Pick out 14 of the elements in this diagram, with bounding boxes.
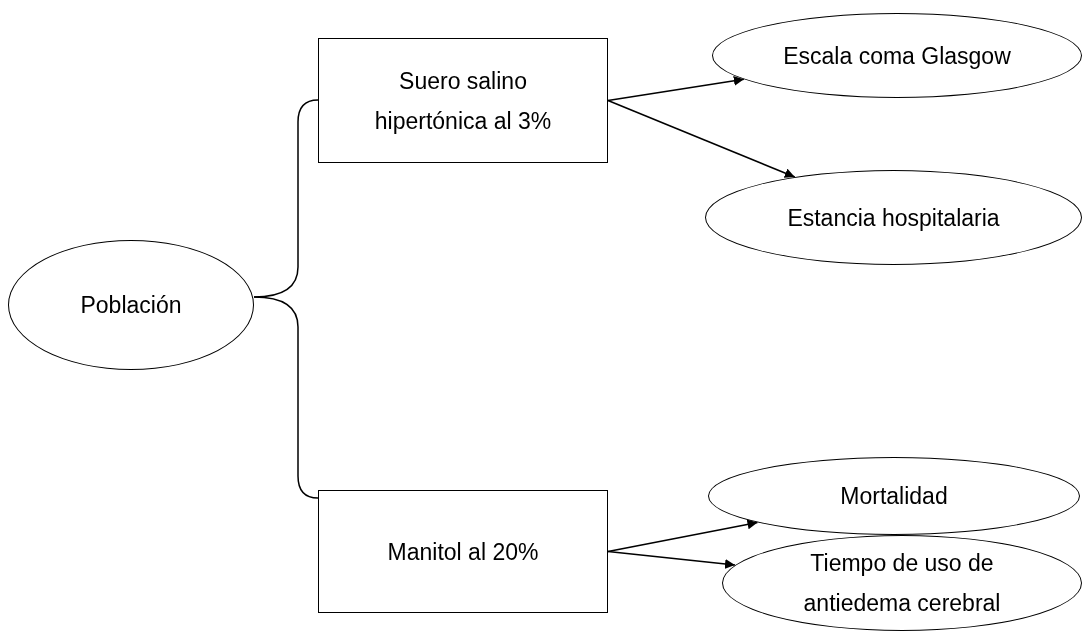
process-box xyxy=(318,38,608,163)
process-box xyxy=(318,490,608,613)
arrow xyxy=(607,75,745,102)
node-label: Estancia hospitalaria xyxy=(787,203,1000,233)
bracket-connector xyxy=(253,296,319,499)
node-label: Escala coma Glasgow xyxy=(783,41,1011,71)
arrow xyxy=(607,519,759,553)
node-label: Población xyxy=(80,291,182,320)
arrow xyxy=(607,99,796,178)
node-label: Manitol al 20% xyxy=(387,537,539,567)
arrow xyxy=(607,550,736,569)
node-label: Mortalidad xyxy=(840,482,948,511)
node-label: Tiempo de uso de antiedema cerebral xyxy=(802,549,1002,618)
node-label: Suero salino hipertónica al 3% xyxy=(373,66,553,136)
